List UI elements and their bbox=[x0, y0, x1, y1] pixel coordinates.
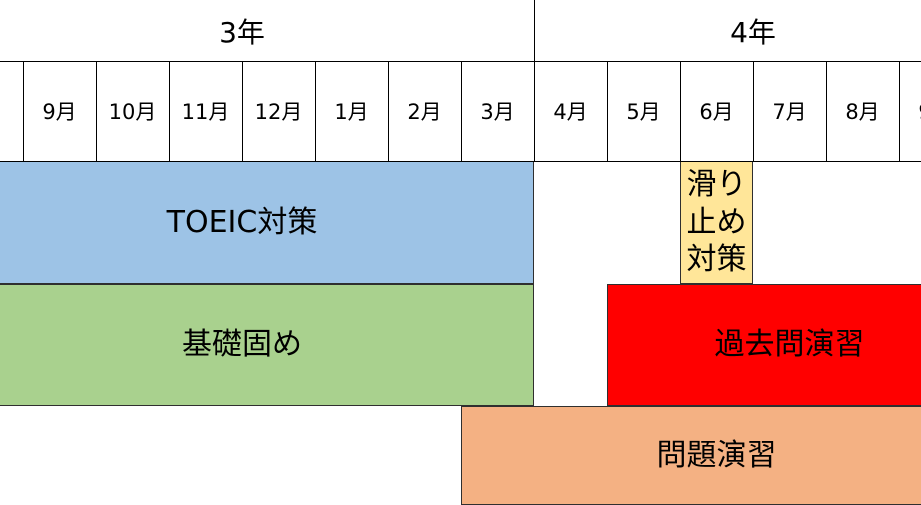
month-label: 1月 bbox=[334, 100, 369, 124]
month-label: 5月 bbox=[626, 100, 661, 124]
grid-line bbox=[0, 61, 921, 62]
grid-line bbox=[23, 61, 24, 161]
year-label: 4年 bbox=[730, 15, 776, 49]
grid-line bbox=[899, 61, 900, 161]
month-label: 7月 bbox=[772, 100, 807, 124]
grid-line bbox=[534, 61, 535, 161]
month-label: 2月 bbox=[407, 100, 442, 124]
grid-line bbox=[0, 161, 921, 162]
grid-line bbox=[826, 61, 827, 161]
month-label: 8月 bbox=[845, 100, 880, 124]
month-label: 4月 bbox=[553, 100, 588, 124]
grid-line bbox=[96, 61, 97, 161]
grid-line bbox=[461, 61, 462, 161]
grid-line bbox=[607, 61, 608, 161]
month-label: 11月 bbox=[181, 100, 230, 124]
grid-line bbox=[680, 61, 681, 161]
task-bar: 基礎固め bbox=[0, 284, 534, 406]
task-bar: 過去問演習 bbox=[607, 284, 921, 406]
grid-line bbox=[315, 61, 316, 161]
month-label: 9月 bbox=[899, 61, 921, 161]
year-label: 3年 bbox=[219, 15, 265, 49]
task-bar: 問題演習 bbox=[461, 406, 921, 505]
grid-line bbox=[388, 61, 389, 161]
month-label: 6月 bbox=[699, 100, 734, 124]
task-bar: 滑り止め対策 bbox=[680, 161, 753, 284]
month-label: 8月 bbox=[0, 61, 23, 161]
month-label: 12月 bbox=[254, 100, 303, 124]
grid-line bbox=[534, 0, 535, 61]
month-label: 3月 bbox=[480, 100, 515, 124]
grid-line bbox=[242, 61, 243, 161]
month-label: 10月 bbox=[108, 100, 157, 124]
grid-line bbox=[753, 61, 754, 161]
task-bar: TOEIC対策 bbox=[0, 161, 534, 284]
month-label: 9月 bbox=[42, 100, 77, 124]
grid-line bbox=[169, 61, 170, 161]
